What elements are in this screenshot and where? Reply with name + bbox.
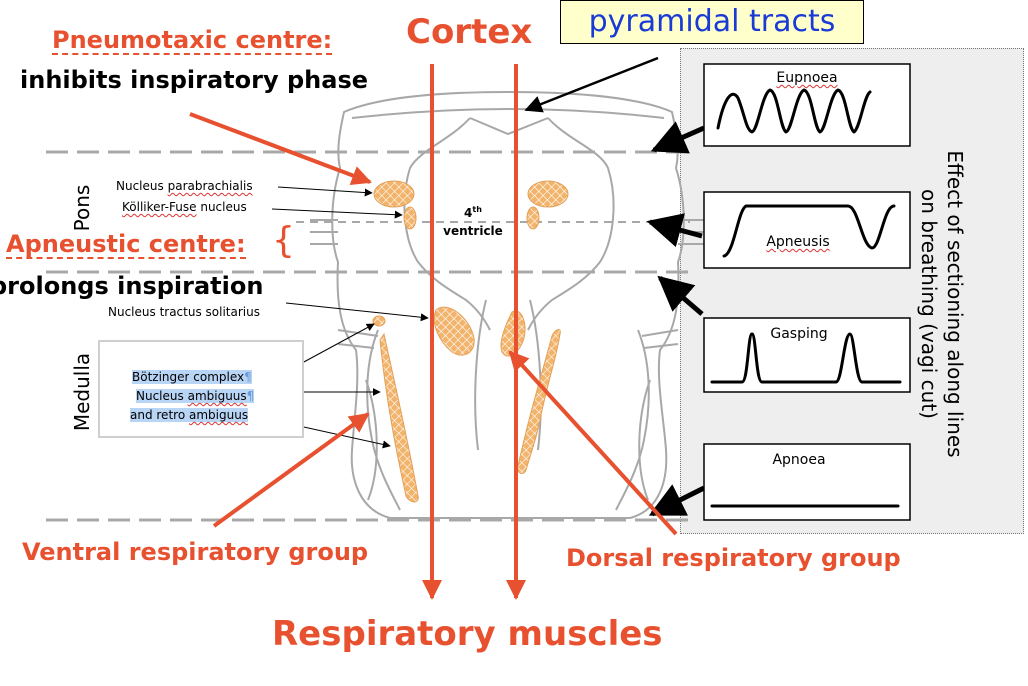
vrg-left [379,332,419,503]
ambiguus-label: Nucleus ambiguus¶ [136,389,255,404]
wave-gasping [710,332,902,384]
ventral-arrow [212,412,370,528]
trace-label-eupnoea: Eupnoea [776,70,838,86]
vrg-right [517,329,561,474]
dorsal-group-label: Dorsal respiratory group [566,544,901,572]
pneumotaxic-title-text: Pneumotaxic centre: [52,26,333,56]
retro-w2: ambiguus [189,408,249,422]
ambiguus-w2: ambiguus [187,389,247,403]
np-label-w2: parabrachialis [167,179,253,193]
np-label: Nucleus parabrachialis [116,179,253,193]
section-lines [46,150,690,522]
ventricle-sup: th [472,205,482,214]
nts-right [500,310,526,357]
bot-left [372,315,386,327]
pilcrow-1: ¶ [244,370,252,384]
np-right [527,180,569,208]
side-caption-line1: Effect of sectioning along lines [943,150,967,458]
botzinger-w1: Bötzinger [132,370,190,384]
kf-label-w2: nucleus [200,200,247,214]
cortex-label: Cortex [406,12,533,52]
wave-apneusis [722,204,896,258]
red-arrows [189,64,678,600]
botzinger-w2: complex [193,370,245,384]
np-left [373,180,415,208]
dorsal-arrow [508,350,678,536]
trace-label-gasping: Gasping [770,326,828,342]
pons-label: Pons [70,184,94,232]
pyramidal-arrow [524,56,659,113]
kf-left [403,206,417,230]
pneumotaxic-arrow [189,112,372,185]
pyramidal-tracts-label: pyramidal tracts [560,0,864,44]
ambiguus-w1: Nucleus [136,389,184,403]
retro-ambiguus-label: and retro ambiguus [130,408,249,423]
kf-label-w1: Kölliker-Fuse [122,200,197,214]
nts-left [433,306,475,356]
waveforms [710,88,902,508]
np-label-w1: Nucleus [116,179,164,193]
nuclei [372,180,569,503]
kf-right [526,206,540,230]
trace-box-eupnoea [703,63,911,147]
side-caption-line2: on breathing (vagi cut) [917,189,941,419]
trace-label-apneusis: Apneusis [766,234,830,250]
apneustic-title: Apneustic centre: [6,230,246,260]
brainstem-outline [310,90,706,519]
side-panel-caption: Effect of sectioning along lines on brea… [916,64,968,544]
kf-label: Kölliker-Fuse nucleus [122,200,247,214]
trace-box-gasping [703,317,911,393]
ventral-group-label: Ventral respiratory group [22,538,369,566]
ventricle-label: 4th ventricle [438,204,508,240]
apneustic-brace: { [272,220,295,261]
pneumotaxic-desc: inhibits inspiratory phase [20,66,368,94]
respiratory-muscles-label: Respiratory muscles [272,614,663,654]
retro-w1: and retro [130,408,186,422]
ventricle-num: 4 [464,206,473,220]
medulla-label: Medulla [70,352,94,432]
apneustic-desc: prolongs inspiration [0,272,264,300]
ventricle-word: ventricle [443,224,503,238]
trace-arrows [646,121,706,517]
nts-label: Nucleus tractus solitarius [108,305,260,319]
pneumotaxic-title: Pneumotaxic centre: [52,26,333,56]
trace-label-apnoea: Apnoea [772,452,826,468]
apneustic-title-text: Apneustic centre: [6,230,246,260]
botzinger-label: Bötzinger complex¶ [132,370,252,385]
wave-eupnoea [716,88,872,134]
pilcrow-2: ¶ [246,389,255,403]
